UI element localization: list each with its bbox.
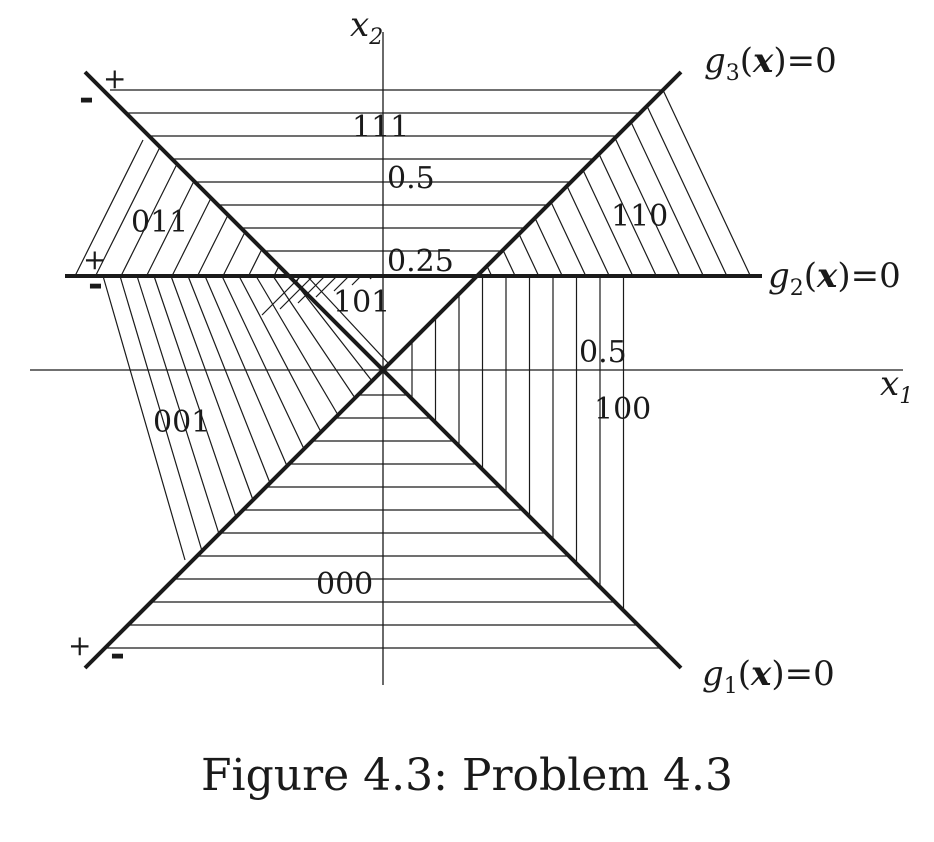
hatch-110-line (614, 137, 681, 277)
region-011-label: 011 (131, 205, 188, 240)
hatch-101-line (315, 275, 338, 298)
region-000-label: 000 (316, 567, 373, 602)
g1-minus-sign: - (110, 633, 125, 675)
hatch-011-line (247, 248, 263, 277)
region-100-label: 100 (594, 392, 651, 427)
hatch-011-line (74, 139, 144, 277)
hatch-101-line (297, 275, 326, 304)
g3-plus-sign: + (103, 62, 126, 95)
x2-axis-label: x2 (350, 5, 383, 50)
hatch-110-line (646, 105, 728, 277)
hatch-011-line (120, 163, 178, 277)
hatch-001-line (119, 275, 203, 552)
hatch-001-line (136, 275, 220, 535)
x1-axis-label: x1 (880, 364, 913, 409)
hatch-011-line (222, 231, 246, 277)
g1-label: g1(x)=0 (702, 654, 835, 699)
hatch-011-line (171, 197, 212, 277)
region-101-label: 101 (333, 285, 390, 320)
g2-minus-sign: - (88, 263, 103, 305)
hatch-011-line (145, 180, 195, 277)
hatch-001-line (238, 275, 322, 433)
hatch-001-line (289, 275, 373, 382)
x2-tick-0-5: 0.5 (387, 161, 435, 196)
hatch-001-line (153, 275, 237, 518)
hatch-110-line (662, 89, 751, 277)
hatch-001-line (272, 275, 356, 399)
hatch-001-line (204, 275, 288, 467)
region-111-label: 111 (352, 110, 409, 145)
hatch-001-line (255, 275, 339, 416)
hatch-001-line (187, 275, 271, 484)
hatch-110-line (566, 185, 610, 277)
g2-plus-sign: + (83, 243, 106, 276)
x2-tick-0-25: 0.25 (387, 244, 454, 279)
g3-boundary-line (83, 70, 683, 670)
hatch-110-line (534, 217, 563, 277)
hatch-001-line (102, 275, 186, 561)
hatch-001-line (221, 275, 305, 450)
g3-minus-sign: - (79, 77, 94, 119)
hatch-011-line (94, 146, 161, 277)
hatch-110-line (550, 201, 587, 277)
g3-label: g3(x)=0 (704, 41, 837, 86)
hatch-110-line (502, 249, 516, 277)
g2-label: g2(x)=0 (768, 256, 901, 301)
figure-caption: Figure 4.3: Problem 4.3 (200, 750, 734, 801)
hatch-001-line (306, 275, 390, 365)
hatch-110-line (598, 153, 657, 277)
region-110-label: 110 (611, 199, 668, 234)
x1-tick-0-5: 0.5 (579, 335, 627, 370)
g1-plus-sign: + (68, 629, 91, 662)
hatch-110-line (582, 169, 634, 277)
hatch-101-line (279, 275, 314, 310)
hatch-011-line (196, 214, 229, 277)
hatch-110-line (630, 121, 704, 277)
hatch-001-line (170, 275, 254, 501)
region-001-label: 001 (153, 405, 210, 440)
hatch-101-line (333, 275, 350, 292)
hatch-110-line (518, 233, 540, 277)
